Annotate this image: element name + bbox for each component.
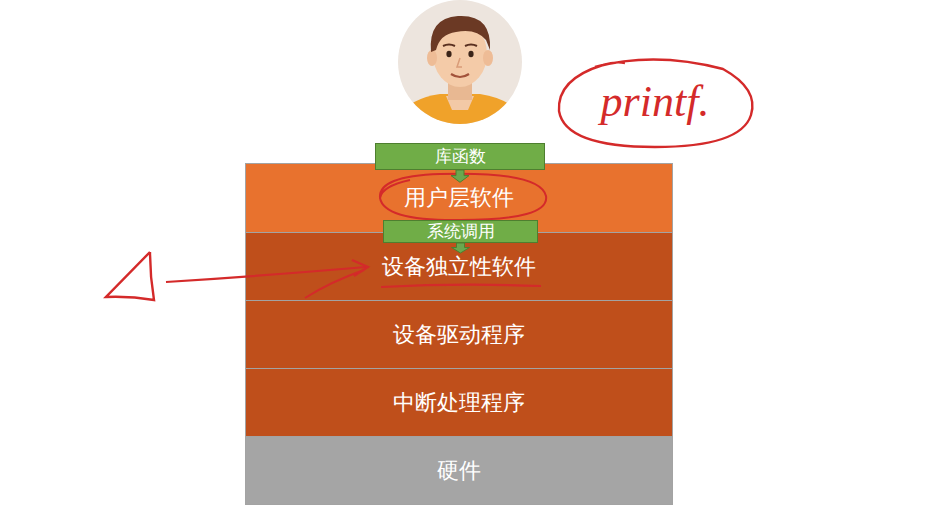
flow-arrow (452, 243, 470, 253)
layer-band: 设备驱动程序 (245, 300, 673, 369)
arrow-annotation (166, 267, 366, 282)
node-label: 用户层软件 (404, 185, 514, 210)
avatar-ear (427, 50, 437, 66)
node-label: 设备独立性软件 (382, 254, 536, 279)
avatar-hair (431, 16, 490, 52)
circled-note: printf. (555, 55, 755, 150)
layer-band: 中断处理程序 (245, 368, 673, 437)
node-label: 设备驱动程序 (393, 322, 525, 347)
node-label: 硬件 (437, 458, 481, 483)
underline-annotation (381, 285, 541, 287)
oval-stroke (559, 59, 753, 147)
block-arrow (452, 243, 470, 253)
handwritten-text: printf. (601, 77, 710, 128)
avatar-mouth (451, 74, 469, 77)
interface-box: 库函数 (375, 143, 545, 170)
avatar-nose (457, 58, 462, 67)
layer-band: 硬件 (245, 436, 673, 505)
block-arrow (451, 170, 469, 182)
avatar-brow (465, 45, 477, 47)
stroke-annotation (305, 270, 364, 298)
interface-box: 系统调用 (383, 220, 538, 243)
triangle-symbol (106, 252, 154, 300)
node-label: 库函数 (435, 147, 486, 166)
avatar-eye (446, 51, 451, 57)
avatar-brow (443, 45, 455, 47)
node-label: 中断处理程序 (393, 390, 525, 415)
flow-arrow (451, 170, 469, 182)
avatar-ear (483, 50, 493, 66)
node-label: 系统调用 (427, 222, 495, 241)
avatar-eye (468, 51, 473, 57)
